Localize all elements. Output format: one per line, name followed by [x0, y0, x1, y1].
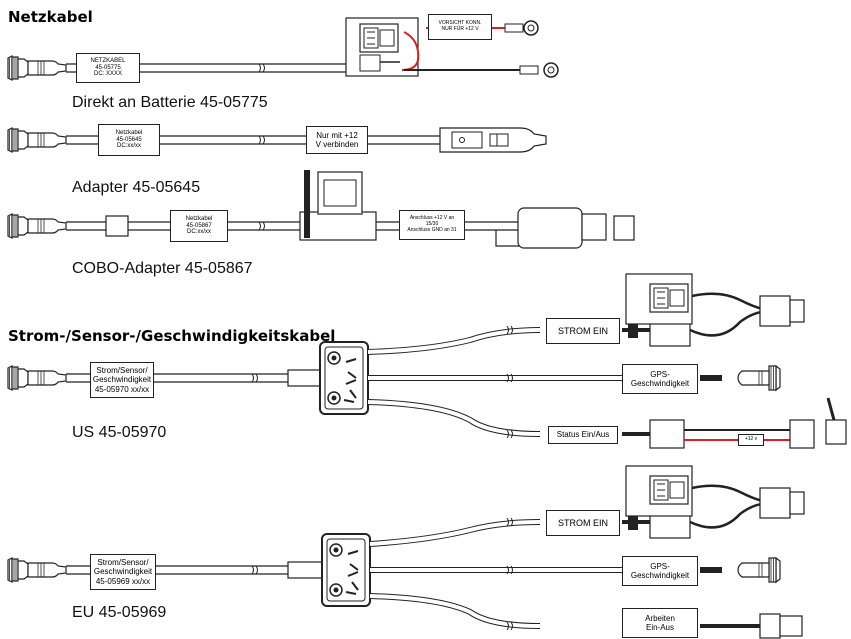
anschluss-label: Anschluss +12 V an 15/30 Anschluss GND a…: [399, 210, 465, 240]
battery-cable-caption: Direkt an Batterie 45-05775: [72, 94, 268, 111]
us-gps-label: GPS- Geschwindigkeit: [622, 364, 698, 394]
arbeiten-label: Arbeiten Ein-Aus: [622, 608, 698, 638]
vorsicht-label: VORSICHT KONN. NUR FÜR +12 V: [428, 14, 492, 40]
eu-cable-caption: EU 45-05969: [72, 604, 167, 621]
netzkabel-05775-label: NETZKABEL 45-05775 DC: XXXX: [76, 53, 140, 83]
status-label: Status Ein/Aus: [548, 426, 618, 444]
plus-12v-label: +12 v: [738, 434, 764, 446]
us-cable-caption: US 45-05970: [72, 424, 167, 441]
nur-12v-label: Nur mit +12 V verbinden: [306, 126, 368, 154]
sensor-cable-05969-label: Strom/Sensor/ Geschwindigkeit 45-05969 x…: [90, 554, 156, 590]
netzkabel-05645-label: Netzkabel 45-05645 DC:xx/xx: [98, 124, 160, 156]
cobo-adapter-caption: COBO-Adapter 45-05867: [72, 260, 253, 277]
power-cable-section-title: Netzkabel: [8, 8, 93, 26]
netzkabel-05867-label: Netzkabel 45-05867 DC:xx/xx: [170, 210, 228, 242]
eu-gps-label: GPS- Geschwindigkeit: [622, 556, 698, 586]
adapter-cable-caption: Adapter 45-05645: [72, 179, 201, 196]
battery-cable: [7, 17, 559, 81]
us-strom-ein-label: STROM EIN: [546, 318, 620, 344]
sensor-cable-section-title: Strom-/Sensor-/Geschwindigkeitskabel: [8, 327, 336, 345]
sensor-cable-05970-label: Strom/Sensor/ Geschwindigkeit 45-05970 x…: [90, 362, 154, 398]
eu-strom-ein-label: STROM EIN: [546, 510, 620, 536]
adapter-cable: [7, 127, 547, 153]
us-cable: [7, 273, 847, 449]
